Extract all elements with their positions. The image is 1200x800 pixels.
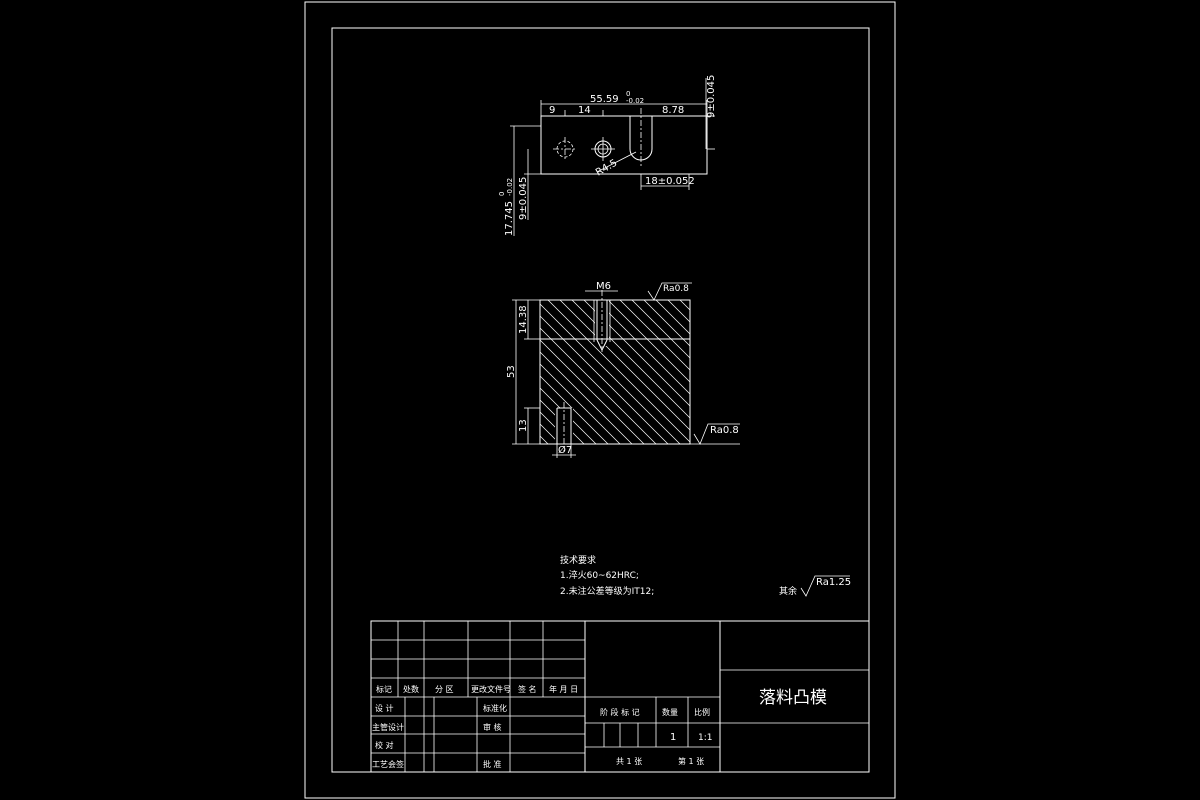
top-view: 55.59 0 -0.02 9 14 8.78 9±0.045 R4.5 18±… xyxy=(498,75,717,236)
roughness-top: Ra0.8 xyxy=(663,284,689,294)
hatch-line xyxy=(607,300,690,383)
tb-process: 工艺会签 xyxy=(372,759,404,769)
dim-53: 53 xyxy=(506,365,517,378)
tb-design: 设 计 xyxy=(375,703,394,713)
section-outline xyxy=(539,299,691,445)
hatch-line xyxy=(547,300,690,443)
notes-title: 技术要求 xyxy=(560,554,596,566)
tb-standardize: 标准化 xyxy=(483,703,507,713)
hatch-line xyxy=(540,327,657,444)
dim-14-38: 14.38 xyxy=(518,305,529,334)
hatch-line xyxy=(540,411,573,444)
dim-m6: M6 xyxy=(596,281,611,292)
technical-notes: 技术要求 1.淬火60~62HRC; 2.未注公差等级为IT12; 其余 Ra1… xyxy=(560,554,851,597)
hatch-line xyxy=(540,363,621,444)
tb-zone: 分 区 xyxy=(435,685,454,694)
notes-line1: 1.淬火60~62HRC; xyxy=(560,569,639,581)
dim-height-left: 17.745 xyxy=(504,201,515,236)
hatch-line xyxy=(540,375,609,444)
dim-phi7: Ø7 xyxy=(558,444,572,456)
tb-review: 审 核 xyxy=(483,722,502,732)
tb-approve: 批 准 xyxy=(483,759,502,769)
hatch-line xyxy=(540,303,681,444)
dim-height-left2: 9±0.045 xyxy=(518,177,529,220)
hatch-line xyxy=(631,300,690,359)
tb-sign: 签 名 xyxy=(518,684,537,694)
tb-date: 年 月 日 xyxy=(549,684,578,694)
tb-mark: 标记 xyxy=(376,684,392,694)
dim-height-right: 9±0.045 xyxy=(706,75,717,118)
tb-count: 处数 xyxy=(403,684,419,694)
hatch-line xyxy=(540,315,669,444)
roughness-right: Ra0.8 xyxy=(710,425,739,436)
dim-13: 13 xyxy=(518,419,529,432)
top-view-outline xyxy=(540,115,708,175)
dim-height-left-tol: 0 xyxy=(498,192,506,196)
hatch-line xyxy=(679,300,690,311)
dim-9: 9 xyxy=(549,105,555,116)
hatch-line xyxy=(595,300,690,395)
tb-drawing-name: 落料凸模 xyxy=(759,688,827,708)
tb-chief: 主管设计 xyxy=(372,722,404,732)
dim-radius: R4.5 xyxy=(594,158,619,179)
outer-frame xyxy=(304,1,896,799)
section-view: M6 Ra0.8 Ra0.8 14.38 53 13 Ø7 xyxy=(380,281,848,458)
hatch-line xyxy=(643,300,690,347)
hatch-line xyxy=(540,351,633,444)
inner-frame xyxy=(331,27,870,773)
dim-width-top-tol2: -0.02 xyxy=(626,97,644,105)
hatch-line xyxy=(380,300,524,444)
dim-width-top: 55.59 xyxy=(590,94,619,105)
hatch-line xyxy=(704,300,848,444)
dim-14: 14 xyxy=(578,105,591,116)
notes-line2: 2.未注公差等级为IT12; xyxy=(560,585,654,597)
tb-check: 校 对 xyxy=(375,740,394,750)
dim-width-top-tol: 0 xyxy=(626,90,630,98)
hatch-line xyxy=(655,300,690,335)
hatch-line xyxy=(692,300,836,444)
dim-slot: 18±0.052 xyxy=(645,176,695,187)
tb-scale: 1:1 xyxy=(698,733,712,743)
dim-8-78: 8.78 xyxy=(662,105,684,116)
dim-height-left-tol2: -0.02 xyxy=(506,178,514,196)
tb-qty: 1 xyxy=(670,732,676,743)
rest-label: 其余 xyxy=(779,585,797,597)
tb-sheets-total: 共 1 张 xyxy=(616,757,642,766)
tb-sheet-no: 第 1 张 xyxy=(678,756,704,766)
title-block: 标记 处数 分 区 更改文件号 签 名 年 月 日 设 计 标准化 主管设计 审… xyxy=(370,620,870,773)
hatch-line xyxy=(540,339,645,444)
hatch-line xyxy=(619,300,690,371)
section-hatching xyxy=(380,300,848,444)
tb-stage-mark: 阶 段 标 记 xyxy=(600,707,640,717)
rest-roughness: Ra1.25 xyxy=(816,577,851,588)
hatch-line xyxy=(540,423,561,444)
tb-docno: 更改文件号 xyxy=(471,684,511,694)
tb-scale-label: 比例 xyxy=(694,707,710,717)
tb-qty-label: 数量 xyxy=(662,707,678,717)
hatch-line xyxy=(559,300,690,431)
